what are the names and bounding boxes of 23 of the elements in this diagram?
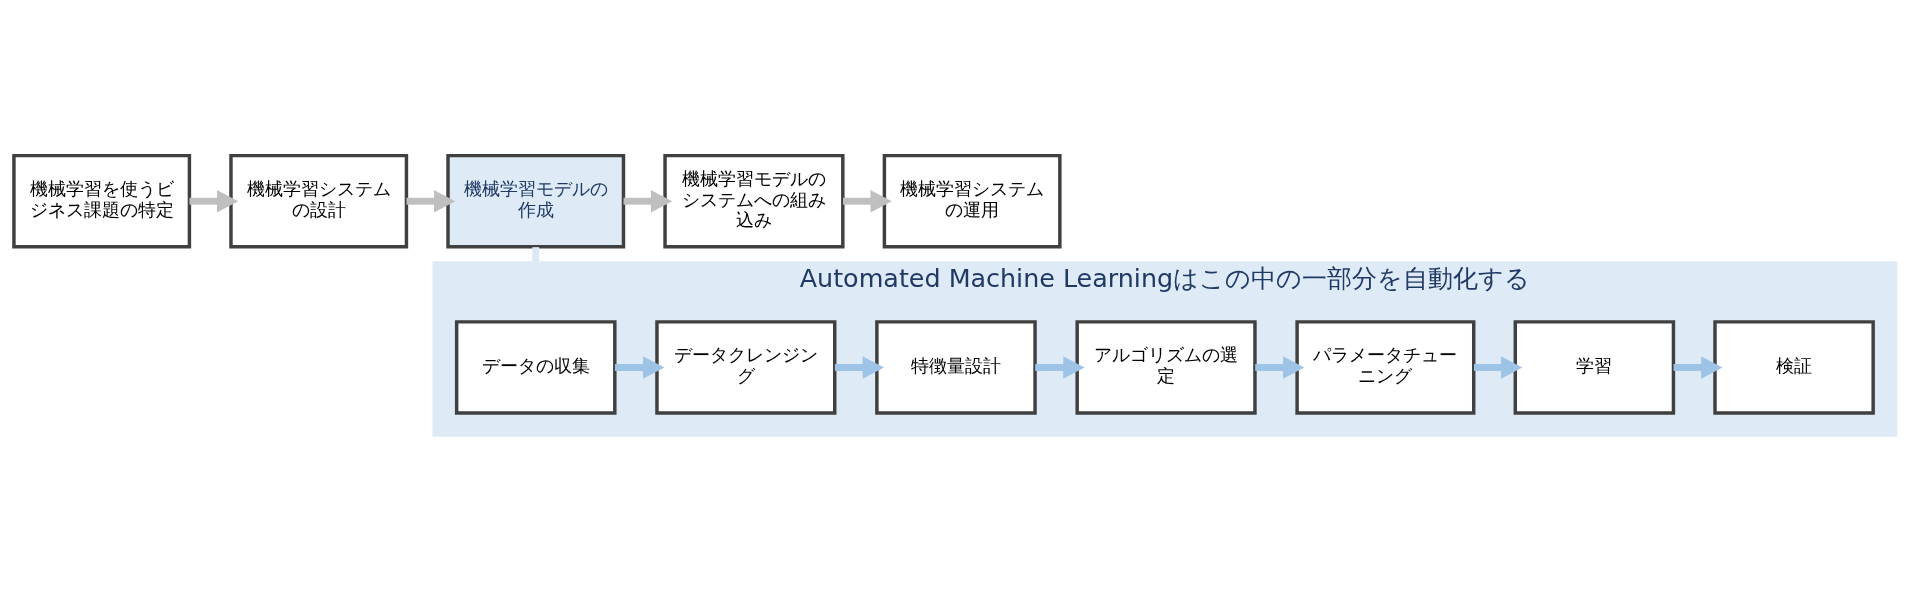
node-box: 機械学習モデルの作成 <box>445 153 625 249</box>
node-box: 機械学習システムの設計 <box>228 153 408 249</box>
node-box: データクレンジング <box>654 319 836 415</box>
connector <box>531 246 539 262</box>
node-box: 検証 <box>1712 319 1875 415</box>
arrow <box>834 355 884 379</box>
arrow <box>1473 355 1522 379</box>
arrow <box>405 189 455 212</box>
arrow <box>842 189 892 212</box>
node-box: 機械学習モデルのシステムへの組み込み <box>662 153 845 249</box>
arrow <box>188 189 238 212</box>
arrow <box>614 355 664 379</box>
node-box: 機械学習システムの運用 <box>882 153 1062 249</box>
node-box: 学習 <box>1513 319 1675 415</box>
node-box: パラメータチューニング <box>1294 319 1475 415</box>
node-box: 機械学習を使うビジネス課題の特定 <box>11 153 191 249</box>
arrow <box>1673 355 1722 379</box>
node-box: アルゴリズムの選定 <box>1074 319 1257 415</box>
arrow <box>1034 355 1085 379</box>
arrow <box>623 189 672 212</box>
node-box: データの収集 <box>454 319 617 415</box>
node-box: 特徴量設計 <box>874 319 1037 415</box>
arrow <box>1254 355 1304 379</box>
